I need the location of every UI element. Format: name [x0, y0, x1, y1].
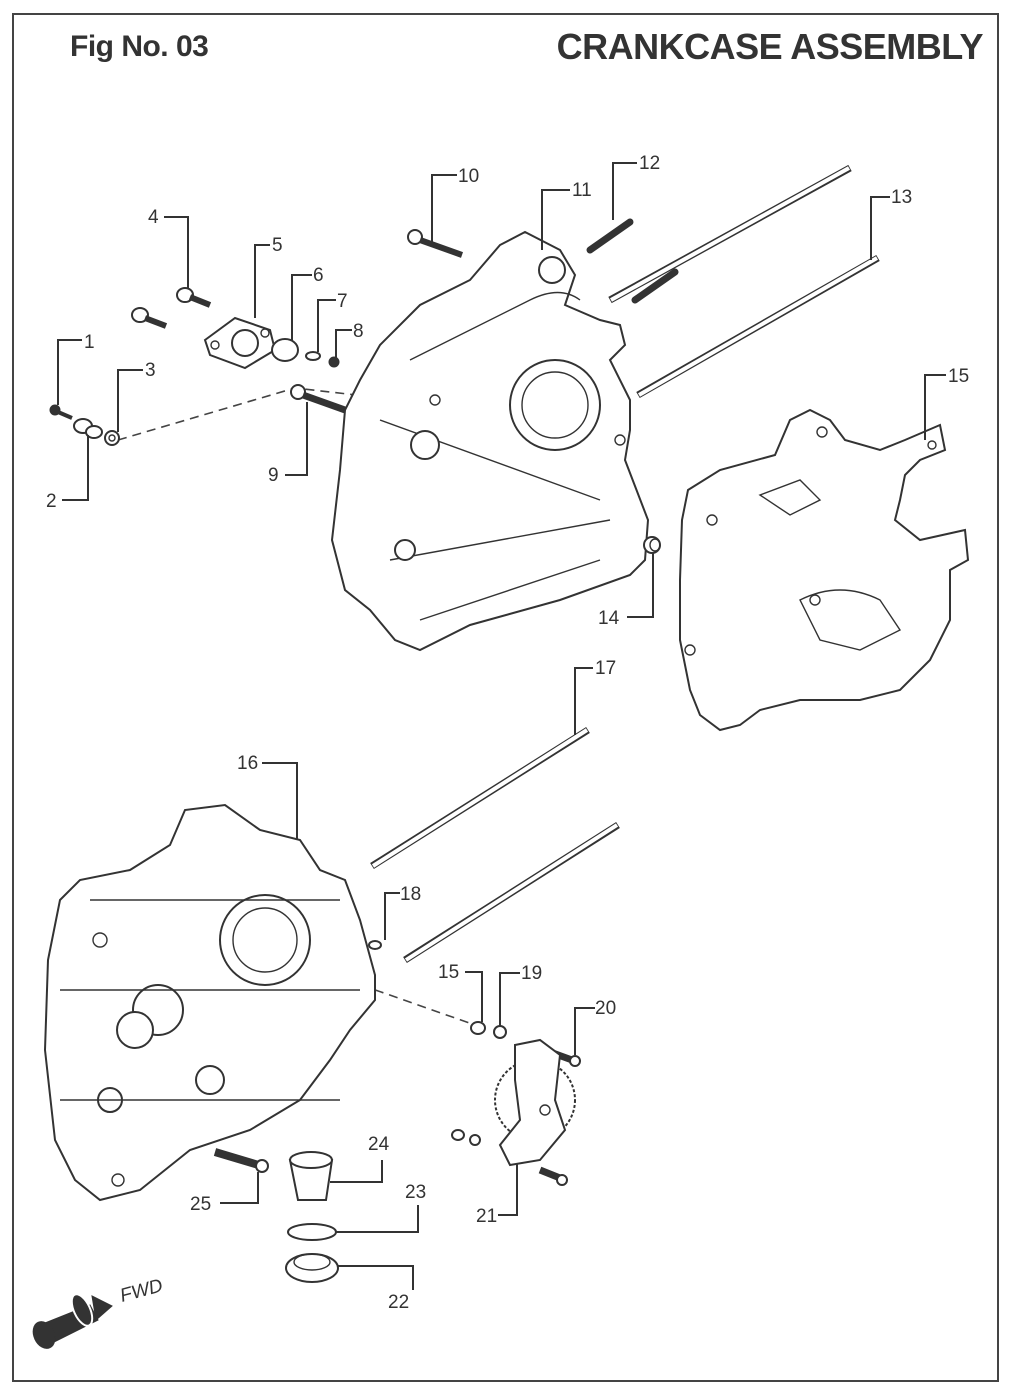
svg-text:10: 10 [458, 166, 479, 187]
svg-text:12: 12 [639, 153, 660, 174]
part-1-bolt[interactable] [49, 404, 73, 420]
svg-text:18: 18 [400, 884, 421, 905]
svg-text:25: 25 [190, 1194, 211, 1215]
callout-12: 12 [612, 153, 660, 220]
part-8-plug[interactable] [328, 356, 340, 368]
svg-text:14: 14 [598, 608, 620, 629]
fwd-indicator: FWD [32, 1275, 165, 1349]
svg-text:23: 23 [405, 1182, 426, 1203]
callout-24: 24 [330, 1134, 390, 1183]
callout-7: 7 [317, 291, 348, 352]
fwd-label: FWD [118, 1275, 165, 1307]
svg-text:7: 7 [337, 291, 348, 312]
svg-text:17: 17 [595, 658, 616, 679]
part-24-strainer[interactable] [288, 1151, 334, 1201]
callout-25: 25 [190, 1172, 259, 1215]
svg-text:24: 24 [368, 1134, 390, 1155]
part-25-bolt[interactable] [213, 1148, 269, 1173]
figure-number: Fig No. 03 [70, 30, 209, 63]
callout-11: 11 [541, 180, 592, 250]
callout-14: 14 [598, 553, 654, 629]
callout-13: 13 [870, 187, 912, 260]
svg-text:8: 8 [353, 321, 364, 342]
part-15-dowel[interactable] [470, 1021, 486, 1035]
part-5-flange[interactable] [203, 316, 277, 370]
part-13-long-studs[interactable] [608, 164, 880, 399]
forward-arrow-icon [32, 1293, 113, 1349]
callout-5: 5 [254, 235, 283, 318]
callout-21: 21 [476, 1163, 518, 1227]
callout-18: 18 [384, 884, 421, 940]
callout-19: 19 [499, 963, 542, 1026]
part-11-crankcase-right[interactable] [330, 230, 650, 652]
svg-text:13: 13 [891, 187, 912, 208]
svg-text:1: 1 [84, 332, 95, 353]
svg-text:15: 15 [948, 366, 969, 387]
part-6-o-ring[interactable] [271, 338, 299, 362]
diagram-frame [12, 13, 999, 1382]
callout-17: 17 [574, 658, 616, 735]
callout-23: 23 [336, 1182, 426, 1233]
callout-22: 22 [338, 1265, 414, 1313]
svg-text:2: 2 [46, 491, 57, 512]
svg-text:5: 5 [272, 235, 283, 256]
callout-6: 6 [291, 265, 324, 340]
callout-1: 1 [57, 332, 95, 405]
diagram-title: CRANKCASE ASSEMBLY [556, 26, 984, 67]
svg-text:9: 9 [268, 465, 279, 486]
svg-text:4: 4 [148, 207, 159, 228]
callout-15-upper: 15 [924, 366, 969, 440]
svg-text:11: 11 [572, 180, 592, 201]
svg-text:22: 22 [388, 1292, 409, 1313]
svg-text:19: 19 [521, 963, 542, 984]
part-7-spring[interactable] [305, 351, 321, 361]
part-4-bolts[interactable] [131, 287, 212, 329]
part-15-gasket[interactable] [679, 408, 970, 732]
part-10-bolt[interactable] [407, 229, 464, 258]
callout-20: 20 [574, 998, 616, 1055]
svg-text:6: 6 [313, 265, 324, 286]
part-23-o-ring[interactable] [287, 1223, 337, 1241]
part-3-washer[interactable] [104, 430, 120, 446]
part-16-crankcase-left[interactable] [43, 803, 376, 1202]
part-12-studs[interactable] [586, 218, 679, 304]
part-19-washer[interactable] [493, 1025, 507, 1039]
svg-text:15: 15 [438, 962, 459, 983]
callout-9: 9 [268, 402, 308, 486]
callout-2: 2 [46, 435, 89, 512]
callout-3: 3 [117, 360, 156, 432]
part-2-switch[interactable] [73, 418, 103, 439]
callout-10: 10 [431, 166, 479, 245]
part-9-bolt[interactable] [290, 384, 347, 414]
svg-text:3: 3 [145, 360, 156, 381]
part-14-dowel[interactable] [643, 536, 661, 554]
svg-text:20: 20 [595, 998, 616, 1019]
callout-16: 16 [237, 753, 298, 840]
part-17-long-studs[interactable] [370, 727, 620, 963]
svg-text:16: 16 [237, 753, 258, 774]
callout-8: 8 [335, 321, 364, 358]
part-22-cap[interactable] [285, 1253, 339, 1283]
svg-text:21: 21 [476, 1206, 497, 1227]
callout-15-lower: 15 [438, 962, 483, 1022]
part-21-oil-pump[interactable] [451, 1038, 576, 1186]
callout-4: 4 [148, 207, 189, 288]
part-18-dowel[interactable] [368, 940, 382, 950]
